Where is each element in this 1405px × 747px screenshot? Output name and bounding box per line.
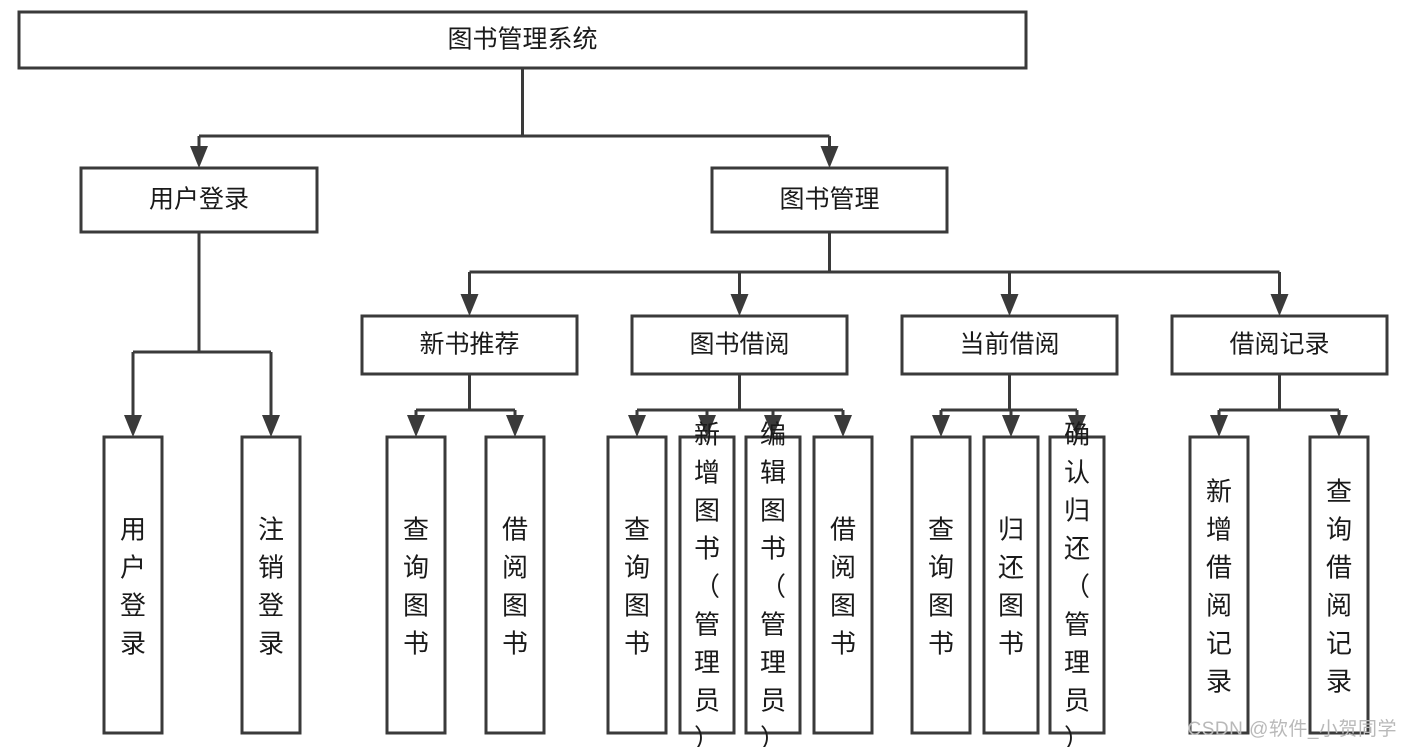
node-leaf-confirm-return[interactable]: 确认归还（管理员） bbox=[1048, 420, 1106, 747]
arrow-head bbox=[1068, 415, 1086, 437]
connector-layer bbox=[124, 68, 1348, 437]
node-box-leaf-edit-book bbox=[744, 435, 802, 735]
node-label-leaf-query-borrow-record: 查询借阅记录 bbox=[1326, 477, 1352, 697]
arrow-head bbox=[764, 415, 782, 437]
connector-group bbox=[932, 374, 1086, 437]
node-borrow-records[interactable]: 借阅记录 bbox=[1170, 314, 1389, 376]
node-label-leaf-add-borrow-record: 新增借阅记录 bbox=[1206, 477, 1232, 697]
arrow-head bbox=[834, 415, 852, 437]
node-label-root: 图书管理系统 bbox=[447, 26, 597, 54]
arrow-head bbox=[262, 415, 280, 437]
node-label-new-book-recommend: 新书推荐 bbox=[419, 331, 519, 359]
node-root[interactable]: 图书管理系统 bbox=[17, 10, 1028, 70]
node-box-book-borrow bbox=[630, 314, 849, 376]
node-label-leaf-user-login: 用户登录 bbox=[120, 515, 146, 659]
node-box-leaf-add-borrow-record bbox=[1188, 435, 1250, 735]
node-box-leaf-logout bbox=[240, 435, 302, 735]
node-leaf-user-login[interactable]: 用户登录 bbox=[102, 435, 164, 735]
node-box-leaf-query-books-recommend bbox=[385, 435, 447, 735]
node-label-leaf-edit-book: 编辑图书（管理员） bbox=[760, 420, 786, 747]
node-book-borrow[interactable]: 图书借阅 bbox=[630, 314, 849, 376]
arrow-head bbox=[460, 294, 479, 316]
connector-group bbox=[460, 232, 1289, 316]
arrow-head bbox=[506, 415, 524, 437]
node-box-borrow-records bbox=[1170, 314, 1389, 376]
node-label-leaf-return-book: 归还图书 bbox=[998, 515, 1024, 659]
node-current-borrow[interactable]: 当前借阅 bbox=[900, 314, 1119, 376]
node-leaf-logout[interactable]: 注销登录 bbox=[240, 435, 302, 735]
node-label-leaf-query-books-borrow: 查询图书 bbox=[624, 515, 650, 659]
arrow-head bbox=[730, 294, 749, 316]
arrow-head bbox=[1000, 294, 1019, 316]
arrow-head bbox=[190, 146, 208, 168]
node-label-leaf-query-books-current: 查询图书 bbox=[928, 515, 954, 659]
node-label-user-login: 用户登录 bbox=[149, 186, 249, 214]
node-label-leaf-add-book: 新增图书（管理员） bbox=[694, 420, 720, 747]
node-label-borrow-records: 借阅记录 bbox=[1229, 331, 1329, 359]
node-label-leaf-confirm-return: 确认归还（管理员） bbox=[1064, 420, 1090, 747]
node-box-leaf-return-book bbox=[982, 435, 1040, 735]
node-leaf-query-books-current[interactable]: 查询图书 bbox=[910, 435, 972, 735]
arrow-head bbox=[1270, 294, 1289, 316]
node-leaf-query-books-recommend[interactable]: 查询图书 bbox=[385, 435, 447, 735]
arrow-head bbox=[932, 415, 950, 437]
arrow-head bbox=[820, 146, 839, 168]
connector-group bbox=[1210, 374, 1348, 437]
node-box-leaf-borrow-books-recommend bbox=[484, 435, 546, 735]
node-label-leaf-borrow-books-recommend: 借阅图书 bbox=[502, 515, 528, 659]
node-label-book-management: 图书管理 bbox=[779, 186, 879, 214]
arrow-head bbox=[124, 415, 142, 437]
node-leaf-borrow-books-recommend[interactable]: 借阅图书 bbox=[484, 435, 546, 735]
arrow-head bbox=[698, 415, 716, 437]
node-user-login[interactable]: 用户登录 bbox=[79, 166, 319, 234]
node-box-leaf-add-book bbox=[678, 435, 736, 735]
node-label-leaf-logout: 注销登录 bbox=[258, 515, 284, 659]
node-leaf-return-book[interactable]: 归还图书 bbox=[982, 435, 1040, 735]
node-box-user-login bbox=[79, 166, 319, 234]
node-leaf-query-borrow-record[interactable]: 查询借阅记录 bbox=[1308, 435, 1370, 735]
arrow-head bbox=[1002, 415, 1020, 437]
arrow-head bbox=[628, 415, 646, 437]
node-layer: 图书管理系统用户登录图书管理新书推荐图书借阅当前借阅借阅记录用户登录注销登录查询… bbox=[17, 10, 1389, 747]
connector-group bbox=[124, 232, 280, 437]
arrow-head bbox=[407, 415, 425, 437]
node-box-leaf-user-login bbox=[102, 435, 164, 735]
node-label-leaf-borrow-book: 借阅图书 bbox=[830, 515, 856, 659]
node-label-book-borrow: 图书借阅 bbox=[689, 331, 789, 359]
node-label-current-borrow: 当前借阅 bbox=[959, 331, 1059, 359]
node-box-current-borrow bbox=[900, 314, 1119, 376]
node-leaf-borrow-book[interactable]: 借阅图书 bbox=[812, 435, 874, 735]
connector-group bbox=[190, 68, 839, 168]
connector-group bbox=[628, 374, 852, 437]
node-label-leaf-query-books-recommend: 查询图书 bbox=[403, 515, 429, 659]
node-book-management[interactable]: 图书管理 bbox=[710, 166, 949, 234]
node-new-book-recommend[interactable]: 新书推荐 bbox=[360, 314, 579, 376]
arrow-head bbox=[1330, 415, 1348, 437]
node-leaf-add-borrow-record[interactable]: 新增借阅记录 bbox=[1188, 435, 1250, 735]
node-box-leaf-borrow-book bbox=[812, 435, 874, 735]
node-box-leaf-query-books-borrow bbox=[606, 435, 668, 735]
connector-group bbox=[407, 374, 524, 437]
node-box-leaf-query-books-current bbox=[910, 435, 972, 735]
node-box-root bbox=[17, 10, 1028, 70]
node-leaf-add-book[interactable]: 新增图书（管理员） bbox=[678, 420, 736, 747]
node-box-leaf-query-borrow-record bbox=[1308, 435, 1370, 735]
node-box-book-management bbox=[710, 166, 949, 234]
arrow-head bbox=[1210, 415, 1228, 437]
node-leaf-query-books-borrow[interactable]: 查询图书 bbox=[606, 435, 668, 735]
node-box-leaf-confirm-return bbox=[1048, 435, 1106, 735]
node-leaf-edit-book[interactable]: 编辑图书（管理员） bbox=[744, 420, 802, 747]
node-box-new-book-recommend bbox=[360, 314, 579, 376]
